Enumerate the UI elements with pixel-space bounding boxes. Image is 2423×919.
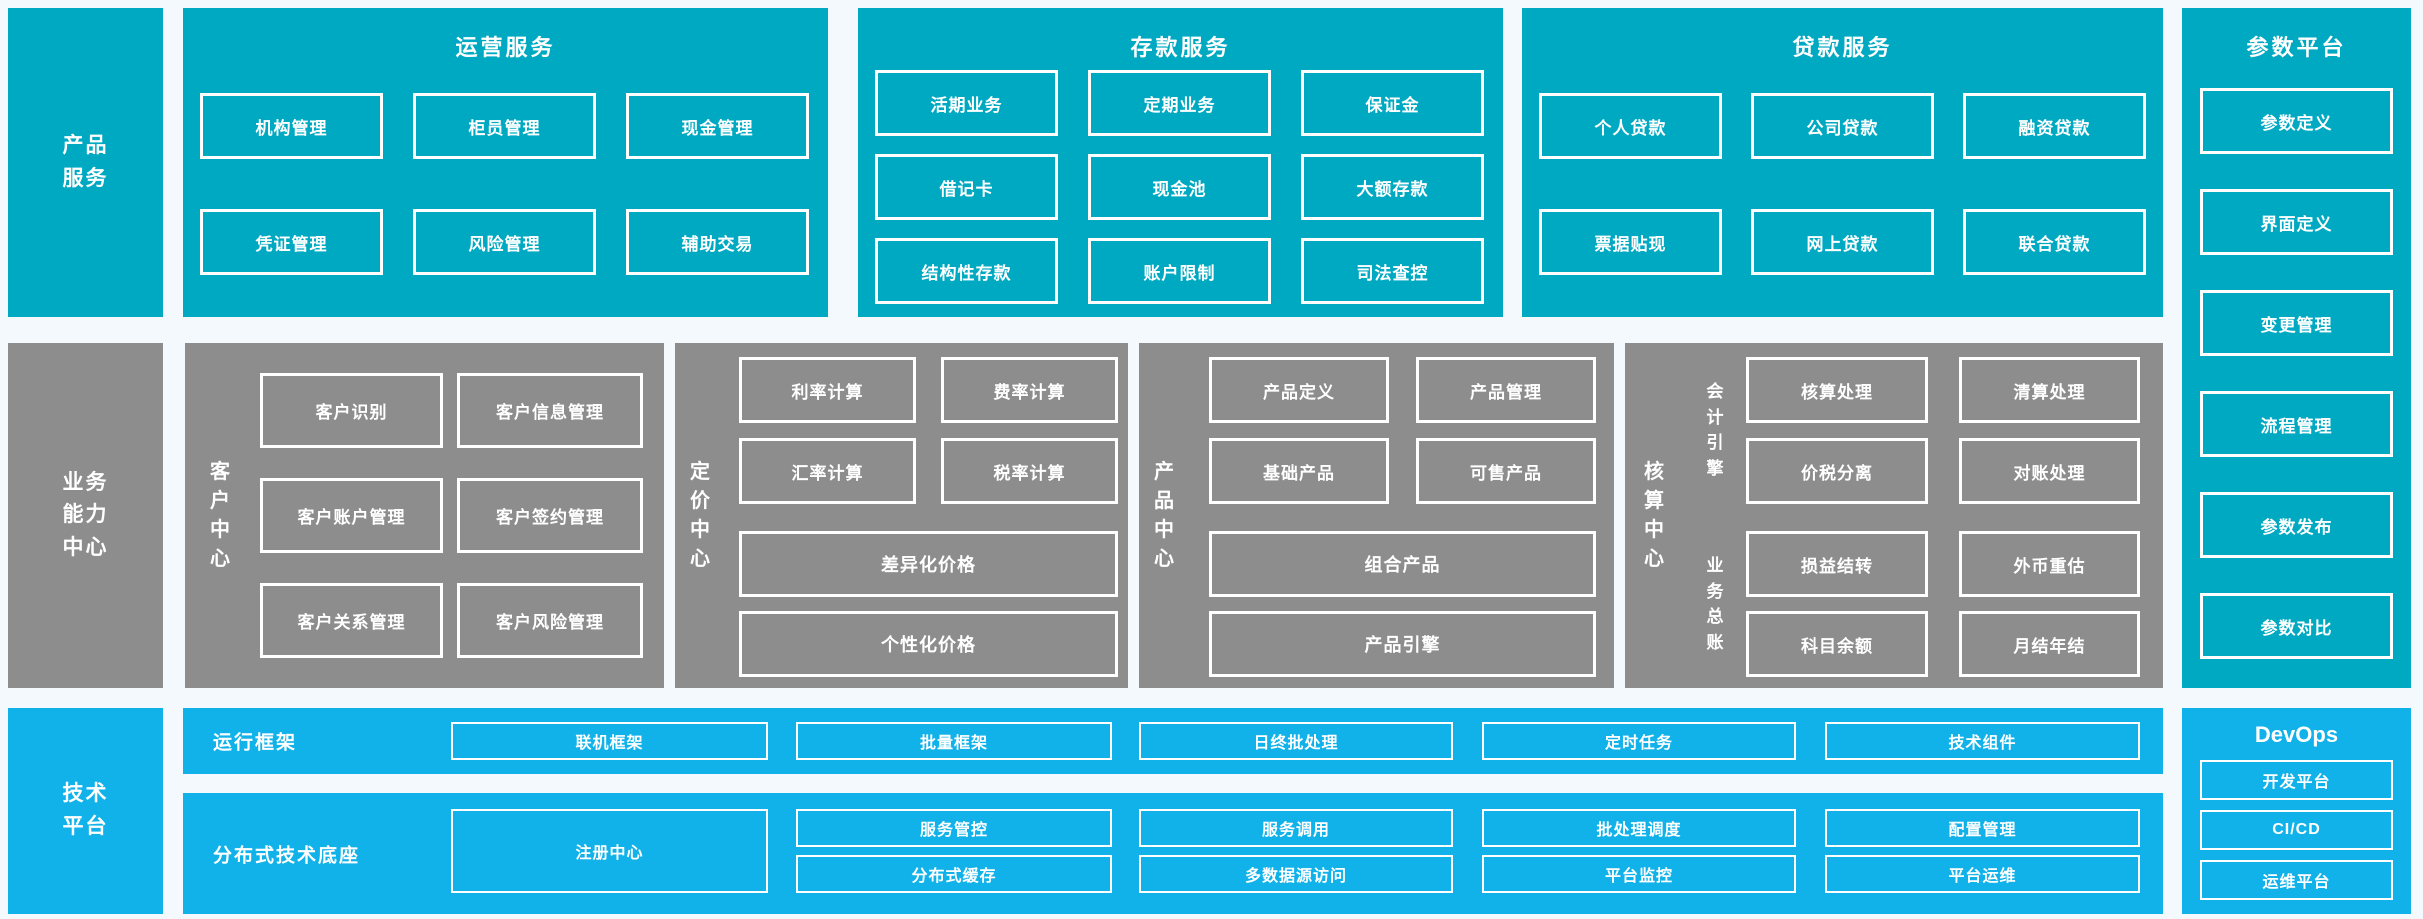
section-vertical-label: 定价中心 bbox=[690, 460, 710, 570]
diagram-box: 参数对比 bbox=[2200, 593, 2393, 659]
diagram-box: 现金池 bbox=[1088, 154, 1271, 220]
diagram-box: 运维平台 bbox=[2200, 860, 2393, 900]
section-pricing-center: 定价中心 利率计算 费率计算 汇率计算 税率计算 差异化价格 个性化价格 bbox=[675, 343, 1128, 688]
diagram-box: 外币重估 bbox=[1959, 531, 2140, 597]
diagram-box-wide: 组合产品 bbox=[1209, 531, 1596, 597]
diagram-box-wide: 个性化价格 bbox=[739, 611, 1118, 677]
row-label-tech-platform: 技术 平台 bbox=[8, 708, 163, 914]
diagram-box-wide: 产品引擎 bbox=[1209, 611, 1596, 677]
diagram-box: 借记卡 bbox=[875, 154, 1058, 220]
section-accounting-center: 核算中心 会计引擎 业务总账 核算处理 清算处理 价税分离 对账处理 损益结转 … bbox=[1625, 343, 2163, 688]
diagram-box: 公司贷款 bbox=[1751, 93, 1934, 159]
diagram-box: 柜员管理 bbox=[413, 93, 596, 159]
diagram-box: 税率计算 bbox=[941, 438, 1118, 504]
diagram-box: 服务管控 bbox=[796, 809, 1112, 847]
diagram-box: 批处理调度 bbox=[1482, 809, 1796, 847]
diagram-box: 客户信息管理 bbox=[457, 373, 643, 448]
diagram-box: 客户账户管理 bbox=[260, 478, 443, 553]
diagram-box: 配置管理 bbox=[1825, 809, 2140, 847]
diagram-box: 辅助交易 bbox=[626, 209, 809, 275]
diagram-box: CI/CD bbox=[2200, 810, 2393, 850]
section-product-center: 产品中心 产品定义 产品管理 基础产品 可售产品 组合产品 产品引擎 bbox=[1139, 343, 1614, 688]
diagram-box: 账户限制 bbox=[1088, 238, 1271, 304]
diagram-box: 平台运维 bbox=[1825, 855, 2140, 893]
diagram-box: 大额存款 bbox=[1301, 154, 1484, 220]
diagram-box: 参数定义 bbox=[2200, 88, 2393, 154]
diagram-box: 融资贷款 bbox=[1963, 93, 2146, 159]
section-devops: DevOps 开发平台 CI/CD 运维平台 bbox=[2182, 708, 2411, 914]
diagram-box: 变更管理 bbox=[2200, 290, 2393, 356]
diagram-box: 客户风险管理 bbox=[457, 583, 643, 658]
diagram-box-registry: 注册中心 bbox=[451, 809, 768, 893]
band-label: 分布式技术底座 bbox=[213, 845, 361, 866]
diagram-box: 多数据源访问 bbox=[1139, 855, 1453, 893]
section-deposits: 存款服务 活期业务 定期业务 保证金 借记卡 现金池 大额存款 结构性存款 账户… bbox=[858, 8, 1503, 317]
section-title: 参数平台 bbox=[2246, 35, 2347, 60]
diagram-box: 票据贴现 bbox=[1539, 209, 1722, 275]
diagram-box: 服务调用 bbox=[1139, 809, 1453, 847]
diagram-box: 可售产品 bbox=[1416, 438, 1596, 504]
diagram-box: 客户签约管理 bbox=[457, 478, 643, 553]
diagram-box: 平台监控 bbox=[1482, 855, 1796, 893]
diagram-box: 风险管理 bbox=[413, 209, 596, 275]
diagram-box: 保证金 bbox=[1301, 70, 1484, 136]
diagram-box: 损益结转 bbox=[1746, 531, 1928, 597]
diagram-box: 开发平台 bbox=[2200, 760, 2393, 800]
diagram-box: 联合贷款 bbox=[1963, 209, 2146, 275]
group-vertical-label: 业务总账 bbox=[1706, 556, 1724, 652]
diagram-box: 客户识别 bbox=[260, 373, 443, 448]
diagram-box: 技术组件 bbox=[1825, 722, 2140, 760]
row-label-product-services: 产品 服务 bbox=[8, 8, 163, 317]
diagram-box: 客户关系管理 bbox=[260, 583, 443, 658]
band-label: 运行框架 bbox=[213, 732, 298, 754]
diagram-box: 价税分离 bbox=[1746, 438, 1928, 504]
diagram-box: 定时任务 bbox=[1482, 722, 1796, 760]
diagram-box: 机构管理 bbox=[200, 93, 383, 159]
section-title: 运营服务 bbox=[455, 35, 556, 60]
diagram-box: 日终批处理 bbox=[1139, 722, 1453, 760]
diagram-box: 活期业务 bbox=[875, 70, 1058, 136]
group-vertical-label: 会计引擎 bbox=[1706, 382, 1724, 478]
section-title: DevOps bbox=[2254, 722, 2339, 747]
diagram-box: 月结年结 bbox=[1959, 611, 2140, 677]
section-parameter-platform: 参数平台 参数定义 界面定义 变更管理 流程管理 参数发布 参数对比 bbox=[2182, 8, 2411, 688]
diagram-box: 分布式缓存 bbox=[796, 855, 1112, 893]
section-title: 贷款服务 bbox=[1792, 35, 1893, 60]
section-operations: 运营服务 机构管理 柜员管理 现金管理 凭证管理 风险管理 辅助交易 bbox=[183, 8, 828, 317]
diagram-box: 网上贷款 bbox=[1751, 209, 1934, 275]
diagram-box: 现金管理 bbox=[626, 93, 809, 159]
diagram-box: 产品定义 bbox=[1209, 357, 1389, 423]
diagram-box: 核算处理 bbox=[1746, 357, 1928, 423]
diagram-box: 凭证管理 bbox=[200, 209, 383, 275]
section-vertical-label: 产品中心 bbox=[1154, 460, 1174, 570]
diagram-box: 利率计算 bbox=[739, 357, 916, 423]
diagram-box: 参数发布 bbox=[2200, 492, 2393, 558]
diagram-box: 费率计算 bbox=[941, 357, 1118, 423]
diagram-box: 流程管理 bbox=[2200, 391, 2393, 457]
diagram-box: 定期业务 bbox=[1088, 70, 1271, 136]
section-title: 存款服务 bbox=[1130, 35, 1231, 60]
diagram-box: 汇率计算 bbox=[739, 438, 916, 504]
diagram-box: 联机框架 bbox=[451, 722, 768, 760]
section-runtime-framework: 运行框架 联机框架 批量框架 日终批处理 定时任务 技术组件 bbox=[183, 708, 2163, 774]
diagram-box-wide: 差异化价格 bbox=[739, 531, 1118, 597]
section-vertical-label: 核算中心 bbox=[1644, 460, 1664, 570]
section-customer-center: 客户中心 客户识别 客户信息管理 客户账户管理 客户签约管理 客户关系管理 客户… bbox=[185, 343, 664, 688]
diagram-box: 基础产品 bbox=[1209, 438, 1389, 504]
diagram-box: 清算处理 bbox=[1959, 357, 2140, 423]
diagram-box: 产品管理 bbox=[1416, 357, 1596, 423]
diagram-box: 批量框架 bbox=[796, 722, 1112, 760]
row-label-capability-center: 业务 能力 中心 bbox=[8, 343, 163, 688]
section-loans: 贷款服务 个人贷款 公司贷款 融资贷款 票据贴现 网上贷款 联合贷款 bbox=[1522, 8, 2163, 317]
diagram-box: 对账处理 bbox=[1959, 438, 2140, 504]
section-distributed-base: 分布式技术底座 注册中心 服务管控 服务调用 批处理调度 配置管理 分布式缓存 … bbox=[183, 793, 2163, 914]
diagram-box: 司法查控 bbox=[1301, 238, 1484, 304]
diagram-box: 结构性存款 bbox=[875, 238, 1058, 304]
section-vertical-label: 客户中心 bbox=[210, 460, 230, 570]
diagram-box: 科目余额 bbox=[1746, 611, 1928, 677]
diagram-box: 个人贷款 bbox=[1539, 93, 1722, 159]
diagram-box: 界面定义 bbox=[2200, 189, 2393, 255]
